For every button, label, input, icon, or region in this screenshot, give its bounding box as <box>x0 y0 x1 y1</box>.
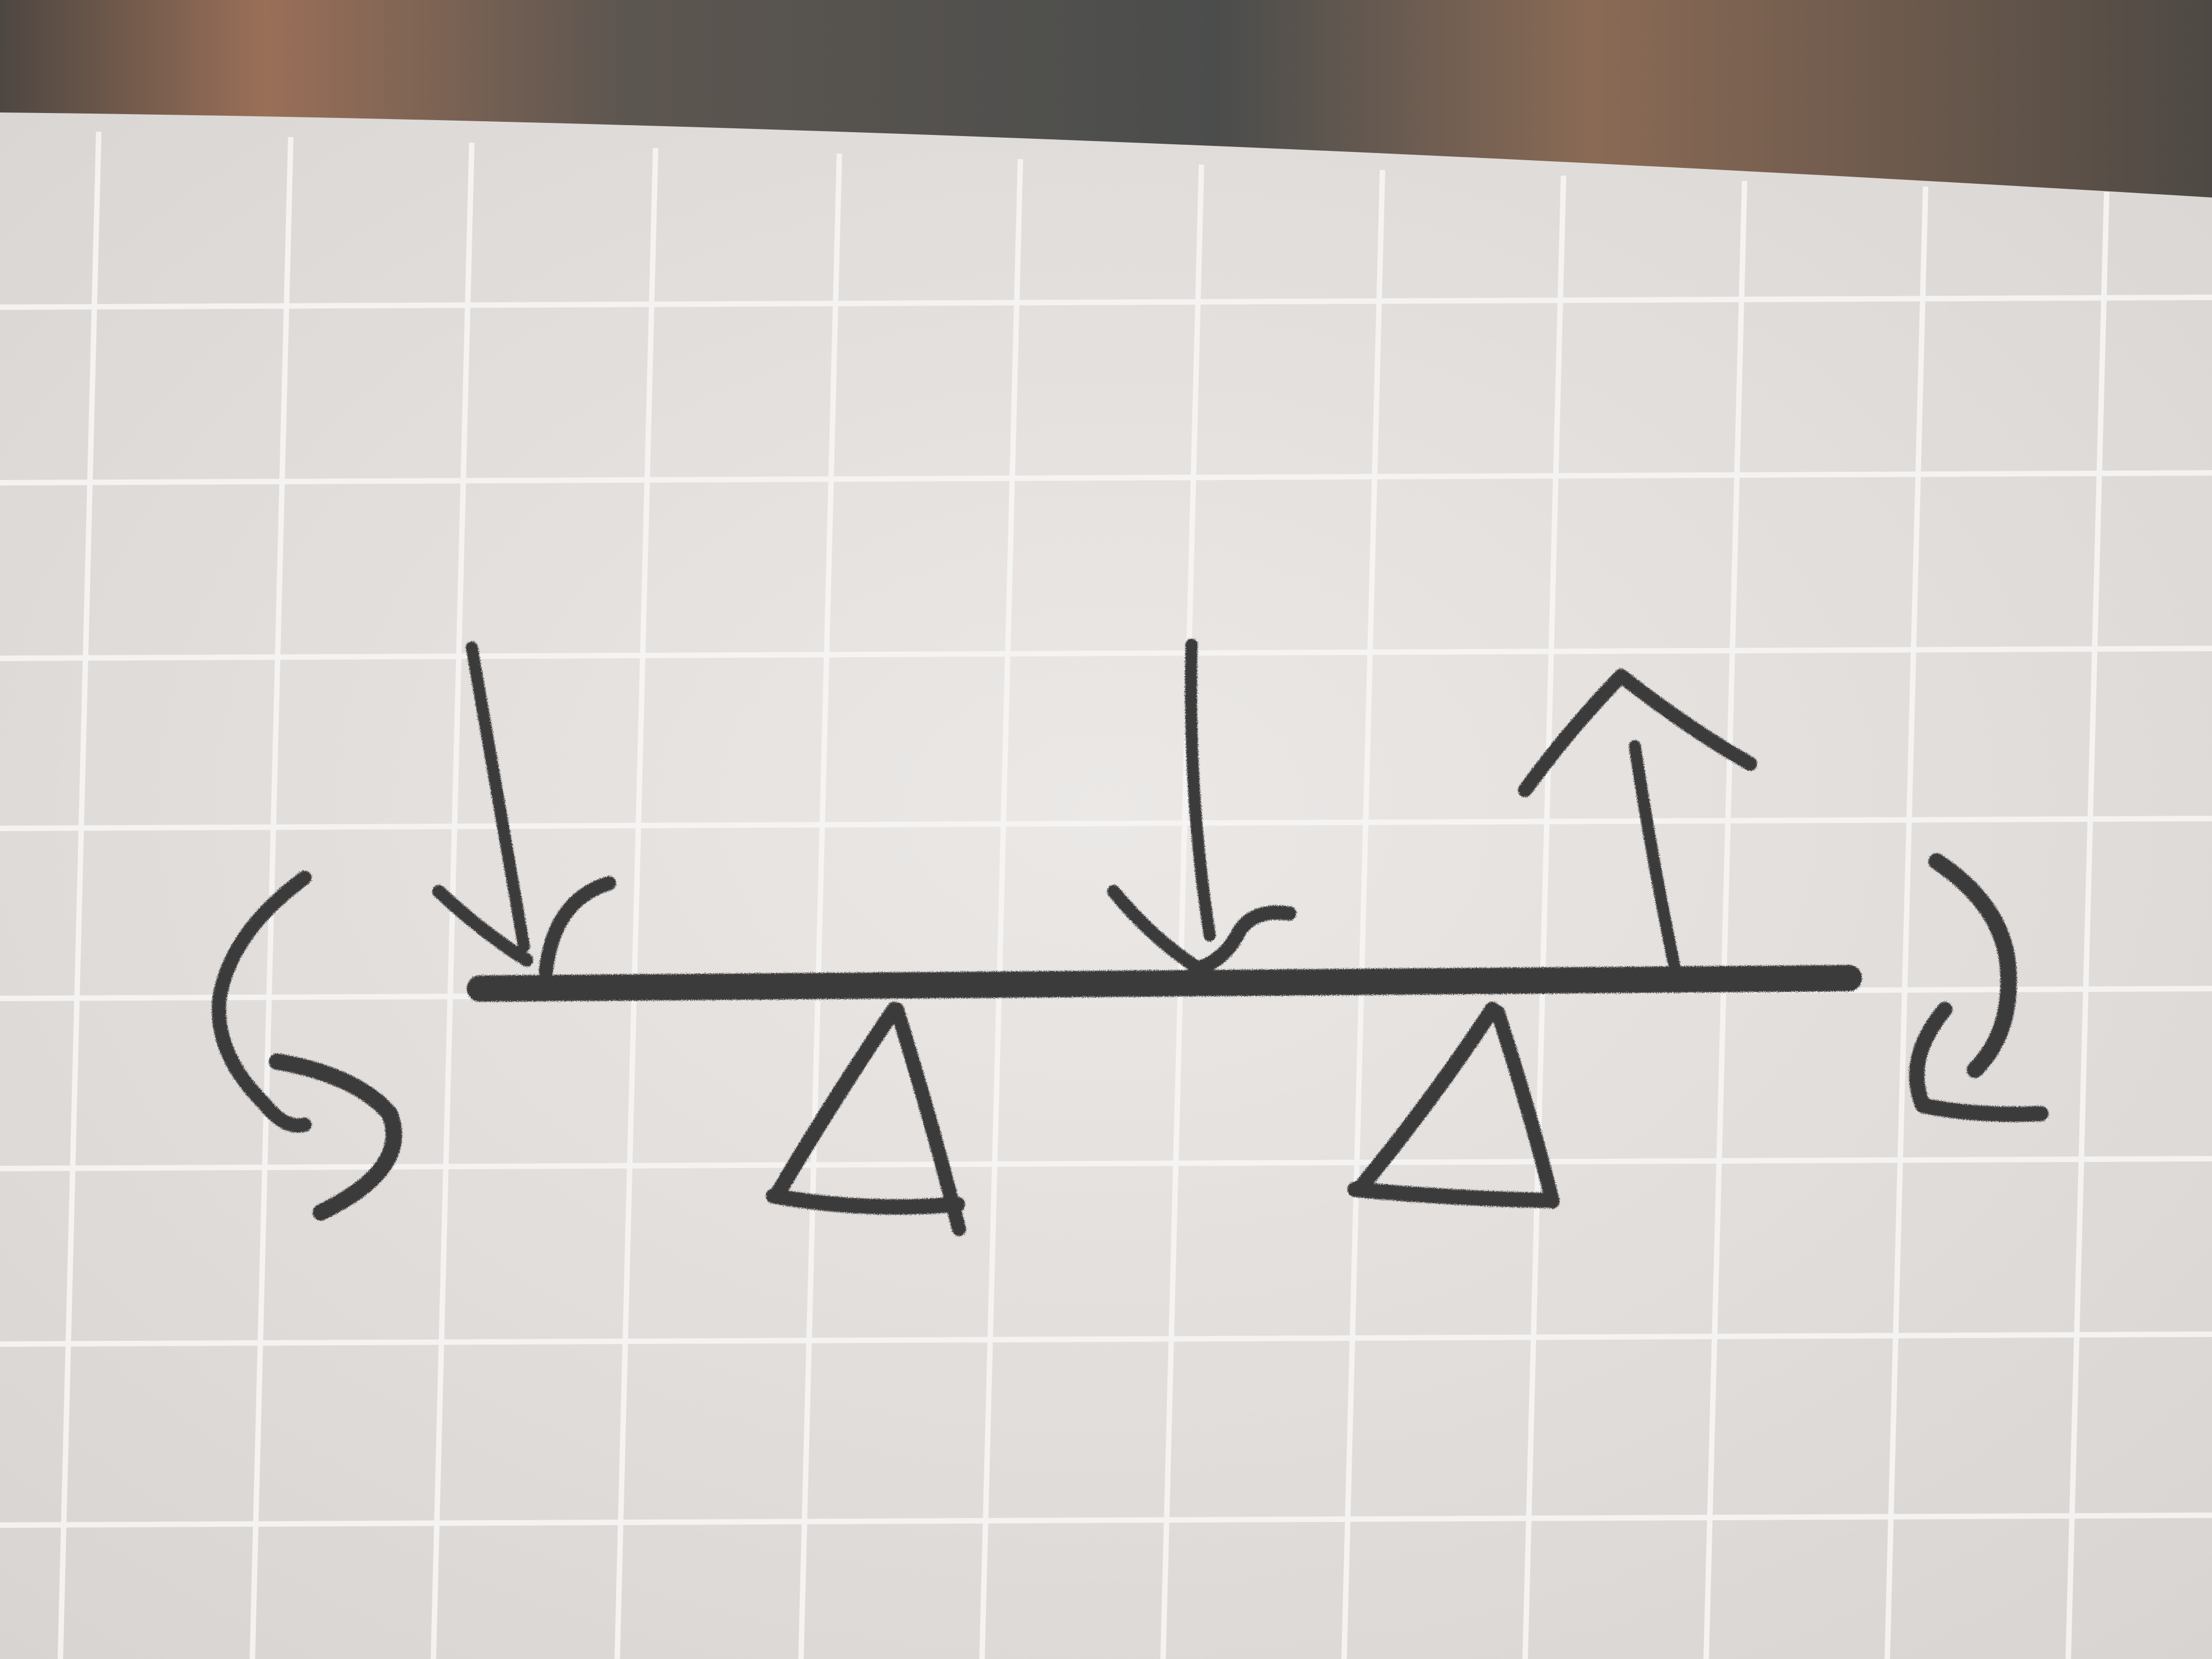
grid-line-horizontal <box>0 1513 2212 1528</box>
grid-line-horizontal <box>0 470 2212 486</box>
grid-line-horizontal <box>0 1156 2212 1171</box>
support-right-side <box>1491 1005 1560 1209</box>
moment-left <box>212 871 402 1221</box>
grid-line-vertical <box>1160 164 1204 1659</box>
downward-load-middle <box>1107 639 1296 975</box>
grid-line-vertical <box>58 131 101 1659</box>
grid-line-vertical <box>979 159 1023 1659</box>
arrow-head <box>1518 669 1757 797</box>
grid-line-vertical <box>1341 170 1385 1659</box>
moment-right <box>1909 853 2049 1122</box>
support-base <box>1347 1182 1558 1208</box>
arrow-shaft <box>1184 639 1216 941</box>
support-left-side <box>1353 1002 1500 1195</box>
arrow-shaft <box>466 641 530 952</box>
arrow-head-left <box>432 885 533 967</box>
grid-line-vertical <box>1884 186 1928 1659</box>
grid-line-vertical <box>2066 191 2109 1659</box>
support-base <box>766 1188 965 1215</box>
grid-line-vertical <box>614 148 658 1659</box>
moment-curve-bottom <box>1909 1002 2049 1122</box>
grid-line-horizontal <box>0 816 2212 831</box>
pin-support-left <box>766 1002 966 1236</box>
moment-curve-bottom <box>269 1053 402 1221</box>
arrow-head-right <box>1192 905 1296 975</box>
graph-grid <box>0 131 2212 1659</box>
upward-load-right <box>1518 669 1757 980</box>
pin-support-right <box>1347 1002 1560 1209</box>
grid-line-vertical <box>1703 180 1747 1659</box>
beam <box>467 965 1862 1002</box>
arrow-shaft <box>1629 740 1682 980</box>
grid-line-vertical <box>798 153 842 1659</box>
grid-line-horizontal <box>0 1331 2212 1347</box>
grid-line-horizontal <box>0 646 2212 661</box>
arrow-head-right <box>539 876 616 978</box>
moment-curve-top <box>212 871 312 1133</box>
moment-curve-top <box>1928 853 2017 1078</box>
arrow-head-left <box>1107 885 1203 973</box>
downward-load-left <box>432 641 616 978</box>
grid-line-vertical <box>1522 175 1566 1659</box>
support-left-side <box>769 1002 902 1204</box>
paper-sheet <box>0 112 2212 1659</box>
grid-line-horizontal <box>0 295 2212 310</box>
pencil-drawing <box>212 639 2049 1236</box>
